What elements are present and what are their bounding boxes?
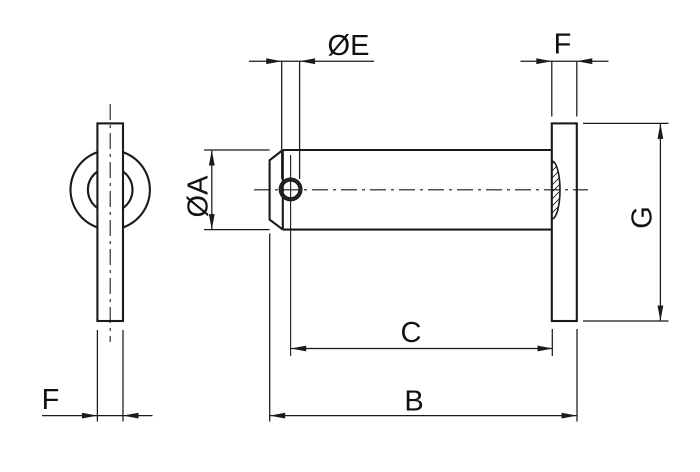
dim-label-hole-diameter: ØE [328, 30, 370, 62]
extension-lines [96, 330, 124, 422]
arrowhead-up-icon [208, 150, 215, 166]
arrowhead-right-icon [561, 412, 577, 419]
arrowhead-left-icon [299, 58, 316, 65]
arrowhead-left-icon [123, 412, 139, 419]
left-view: F [42, 104, 153, 422]
extension-lines [281, 61, 301, 179]
extension-lines [269, 233, 578, 422]
front-view [254, 122, 588, 356]
dim-label-pin-diameter: ØA [183, 175, 215, 218]
dim-head-diameter: G [583, 122, 669, 322]
arrowhead-left-icon [290, 345, 307, 352]
extension-lines [551, 61, 578, 117]
arrowhead-up-icon [657, 123, 664, 139]
arrowhead-down-icon [657, 305, 664, 321]
arrowhead-left-icon [576, 58, 593, 65]
dim-label-grip-length: C [401, 317, 422, 349]
dim-head-thickness: F [520, 29, 609, 117]
extension-lines [583, 122, 669, 322]
dim-hole-diameter: ØE [249, 30, 374, 179]
dim-pin-diameter: ØA [183, 149, 270, 231]
arrowhead-right-icon [81, 412, 98, 419]
dim-label-overall-length: B [404, 386, 423, 418]
dim-label-head-thickness: F [554, 29, 572, 61]
extension-lines [204, 149, 270, 231]
arrowhead-right-icon [266, 58, 282, 65]
dim-grip-length: C [290, 317, 553, 356]
dim-side-thickness: F [42, 330, 153, 422]
dim-label-side-thickness: F [42, 384, 60, 416]
arrowhead-right-icon [536, 58, 552, 65]
head-flange-rect [550, 122, 578, 323]
dim-label-head-diameter: G [627, 206, 659, 229]
arrowhead-right-icon [537, 345, 553, 352]
arrowhead-down-icon [208, 214, 215, 230]
dim-overall-length: B [269, 233, 578, 422]
arrowhead-left-icon [269, 412, 286, 419]
